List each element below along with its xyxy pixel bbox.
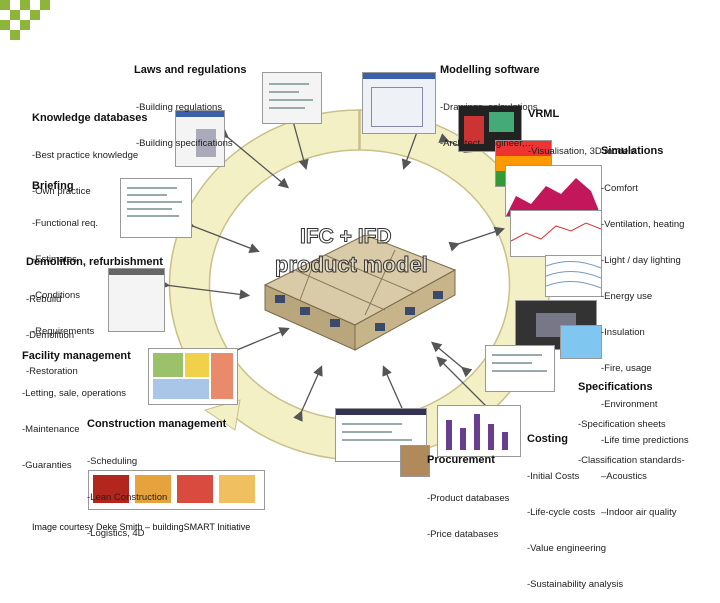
specifications-items: -Specification sheets -Classification st… — [578, 395, 685, 479]
simulations-item: –Indoor air quality — [601, 507, 677, 518]
specifications-heading: Specifications — [578, 381, 653, 393]
laws-item: -Building regulations — [136, 102, 223, 113]
simulations-item: -Insulation — [601, 327, 645, 338]
briefing-items: -Functional req. -Estimates -Conditions … — [32, 194, 98, 350]
simulations-items: -Comfort -Ventilation, heating -Light / … — [601, 159, 689, 531]
demolition-items: -Rebuild -Demolition -Restoration — [26, 270, 78, 390]
simulations-item: -Fire, usage — [601, 363, 652, 374]
cycle-arrowhead-sw — [203, 399, 241, 431]
construction-heading: Construction management — [87, 418, 227, 430]
center-title-line2: product model — [275, 252, 429, 278]
modelling-software-thumbnail — [362, 72, 436, 134]
vrml-items: -Visualisation, 3D models — [528, 122, 635, 170]
briefing-item: -Requirements — [32, 326, 95, 337]
simulation-graph-thumbnail — [510, 210, 602, 257]
facility-floorplan-thumbnail — [148, 348, 238, 405]
modelling-items: -Drawings, calculations -Architect, engi… — [440, 78, 538, 162]
center-title-line1: IFC + IFD — [300, 225, 393, 249]
specifications-item: -Classification standards- — [578, 455, 685, 466]
procurement-heading: Procurement — [427, 454, 495, 466]
building-model-image — [263, 234, 457, 351]
demolition-item: -Demolition — [26, 330, 75, 341]
laws-items: -Building regulations -Building specific… — [136, 78, 233, 162]
airflow-simulation-thumbnail — [545, 255, 602, 297]
demolition-item: -Rebuild — [26, 294, 62, 305]
laws-item: -Building specifications — [136, 138, 233, 149]
simulations-heading: Simulations — [601, 145, 664, 157]
simulations-item: -Comfort — [601, 183, 638, 194]
simulations-item: -Energy use — [601, 291, 653, 302]
image-credit: Image courtesy Deke Smith – buildingSMAR… — [32, 522, 251, 532]
demolition-heading: Demolition, refurbishment — [26, 256, 163, 268]
knowledge-item: -Best practice knowledge — [32, 150, 139, 161]
costing-bar-chart-thumbnail — [437, 405, 521, 457]
facility-item: -Maintenance — [22, 424, 80, 435]
simulation-chart-thumbnail — [505, 165, 602, 217]
modelling-item: -Architect, engineer,… — [440, 138, 534, 149]
knowledge-item: -Own practice — [32, 186, 91, 197]
specification-icon-thumbnail — [560, 325, 602, 359]
laws-heading: Laws and regulations — [134, 64, 247, 76]
procurement-item: -Product databases — [427, 493, 510, 504]
product-door-thumbnail — [400, 445, 430, 477]
briefing-document-thumbnail — [120, 178, 192, 238]
costing-item: -Value engineering — [527, 543, 607, 554]
procurement-items: -Product databases -Price databases — [427, 469, 509, 553]
costing-item: -Initial Costs — [527, 471, 580, 482]
modelling-heading: Modelling software — [440, 64, 540, 76]
specification-sheet-thumbnail — [485, 345, 555, 392]
construction-item: -Scheduling — [87, 456, 138, 467]
vrml-item: -Visualisation, 3D models — [528, 146, 636, 157]
construction-4d-thumbnails — [88, 470, 265, 510]
demolition-item: -Restoration — [26, 366, 78, 377]
knowledge-items: -Best practice knowledge -Own practice — [32, 126, 138, 210]
specifications-item: -Specification sheets — [578, 419, 666, 430]
procurement-item: -Price databases — [427, 529, 499, 540]
briefing-heading: Briefing — [32, 180, 74, 192]
briefing-item: -Conditions — [32, 290, 81, 301]
construction-item: -Logistics, 4D — [87, 528, 145, 539]
simulations-item: –Acoustics — [601, 471, 647, 482]
simulations-item: -Life time predictions — [601, 435, 689, 446]
costing-item: -Life-cycle costs — [527, 507, 596, 518]
knowledge-heading: Knowledge databases — [32, 112, 148, 124]
facility-items: -Letting, sale, operations -Maintenance … — [22, 364, 126, 484]
facility-item: -Letting, sale, operations — [22, 388, 127, 399]
vrml-thumbnail — [458, 105, 522, 152]
construction-item: -Lean Construction — [87, 492, 168, 503]
costing-heading: Costing — [527, 433, 568, 445]
briefing-item: -Functional req. — [32, 218, 99, 229]
simulations-item: -Environment — [601, 399, 658, 410]
briefing-item: -Estimates — [32, 254, 77, 265]
vrml-heading: VRML — [528, 108, 560, 120]
simulations-item: -Ventilation, heating — [601, 219, 685, 230]
demolition-thumbnail — [108, 268, 165, 332]
regulations-thumbnail — [262, 72, 322, 124]
corner-logo — [0, 0, 50, 40]
connector-arrows — [159, 103, 508, 428]
construction-items: -Scheduling -Lean Construction -Logistic… — [87, 432, 167, 552]
facility-heading: Facility management — [22, 350, 131, 362]
costing-items: -Initial Costs -Life-cycle costs -Value … — [527, 447, 623, 603]
modelling-item: -Drawings, calculations — [440, 102, 538, 113]
simulations-item: -Light / day lighting — [601, 255, 681, 266]
facility-item: -Guaranties — [22, 460, 72, 471]
costing-item: -Sustainability analysis — [527, 579, 624, 590]
knowledge-db-thumbnail — [175, 110, 225, 167]
